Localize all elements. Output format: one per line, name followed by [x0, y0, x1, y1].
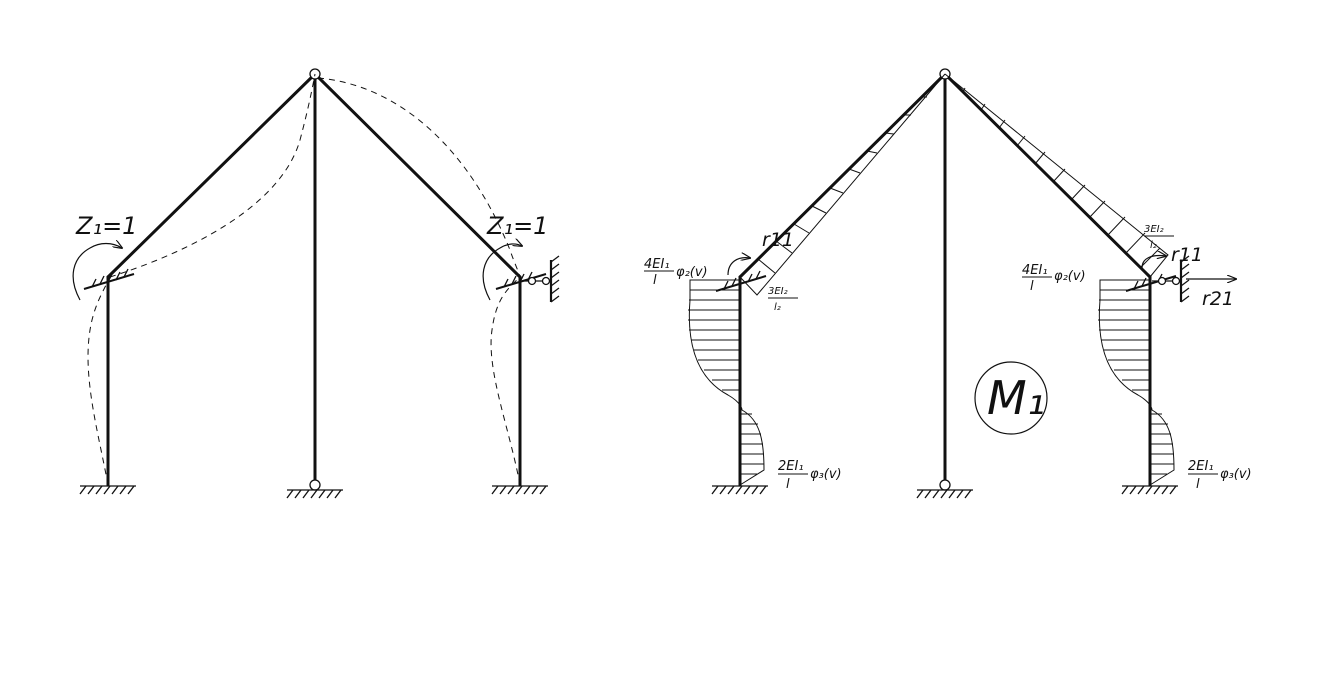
- hinged-support-center: [916, 489, 973, 499]
- fixed-support-right: [1121, 485, 1178, 495]
- center-base-hinge: [939, 479, 951, 491]
- moment-diagram-right-column: [1098, 279, 1175, 486]
- diagram-label-circle: [974, 361, 1048, 435]
- link-support-right: [522, 255, 560, 303]
- svg-text:φ₃(v): φ₃(v): [1220, 467, 1252, 482]
- left-rafter: [738, 72, 947, 279]
- r11-arrow-left: [727, 258, 750, 276]
- rotation-arrow-right: [482, 244, 522, 301]
- formula-left-top: 4EI₁ l φ₂(v): [644, 257, 708, 288]
- formula-right-bottom: 2EI₁ l φ₃(v): [1188, 459, 1252, 492]
- moment-diagram-right-rafter: [944, 73, 1169, 278]
- fixed-support-left: [711, 485, 768, 495]
- svg-text:4EI₁: 4EI₁: [644, 257, 670, 272]
- r11-label-left: r11: [762, 229, 794, 251]
- fixed-support-right: [491, 485, 548, 495]
- left-scheme: Z₁=1 Z₁=1: [72, 68, 560, 499]
- svg-text:φ₃(v): φ₃(v): [810, 467, 842, 482]
- svg-text:l: l: [1196, 477, 1200, 492]
- moment-diagram-left-rafter: [739, 73, 946, 296]
- fixed-support-left: [79, 485, 136, 495]
- clamp-right-knee: [495, 271, 547, 290]
- moment-diagram-left-column: [688, 279, 765, 486]
- svg-text:4EI₁: 4EI₁: [1022, 263, 1048, 278]
- svg-text:l: l: [1030, 279, 1034, 294]
- right-rafter: [313, 72, 522, 279]
- svg-text:2EI₁: 2EI₁: [1188, 459, 1214, 474]
- formula-left-rafter: 3EI₂ l₂: [768, 286, 798, 313]
- formula-right-top: 4EI₁ l φ₂(v): [1022, 263, 1086, 294]
- formula-left-bottom: 2EI₁ l φ₃(v): [778, 459, 842, 492]
- frame-members-m1: [738, 72, 1152, 487]
- svg-text:φ₂(v): φ₂(v): [676, 265, 708, 280]
- rotation-arrow-left: [72, 244, 122, 301]
- link-support-right: [1152, 255, 1190, 303]
- svg-text:l: l: [653, 273, 657, 288]
- deformed-shape: [87, 73, 521, 486]
- svg-text:3EI₂: 3EI₂: [768, 286, 788, 297]
- svg-text:2EI₁: 2EI₁: [778, 459, 804, 474]
- center-base-hinge: [309, 479, 321, 491]
- r11-arrow-right: [1141, 256, 1166, 269]
- svg-text:l₂: l₂: [774, 302, 781, 313]
- left-rafter: [106, 72, 317, 279]
- formula-right-rafter: 3EI₂ l₂: [1144, 224, 1174, 251]
- diagram-label: M₁: [987, 371, 1045, 425]
- clamp-left-knee: [715, 270, 767, 292]
- svg-text:l: l: [786, 477, 790, 492]
- r11-label-right: r11: [1171, 244, 1203, 266]
- svg-text:φ₂(v): φ₂(v): [1054, 269, 1086, 284]
- svg-text:3EI₂: 3EI₂: [1144, 224, 1164, 235]
- z1-label-right: Z₁=1: [486, 212, 548, 240]
- right-rafter: [943, 72, 1152, 279]
- svg-text:l₂: l₂: [1150, 240, 1157, 251]
- r21-label: r21: [1202, 288, 1234, 310]
- z1-label-left: Z₁=1: [75, 212, 137, 240]
- right-scheme: r11 r11 r21 4EI₁ l φ₂(v) 3EI₂ l₂ 2EI₁ l …: [644, 68, 1252, 499]
- hinged-support-center: [286, 489, 343, 499]
- frame-members: [106, 72, 522, 487]
